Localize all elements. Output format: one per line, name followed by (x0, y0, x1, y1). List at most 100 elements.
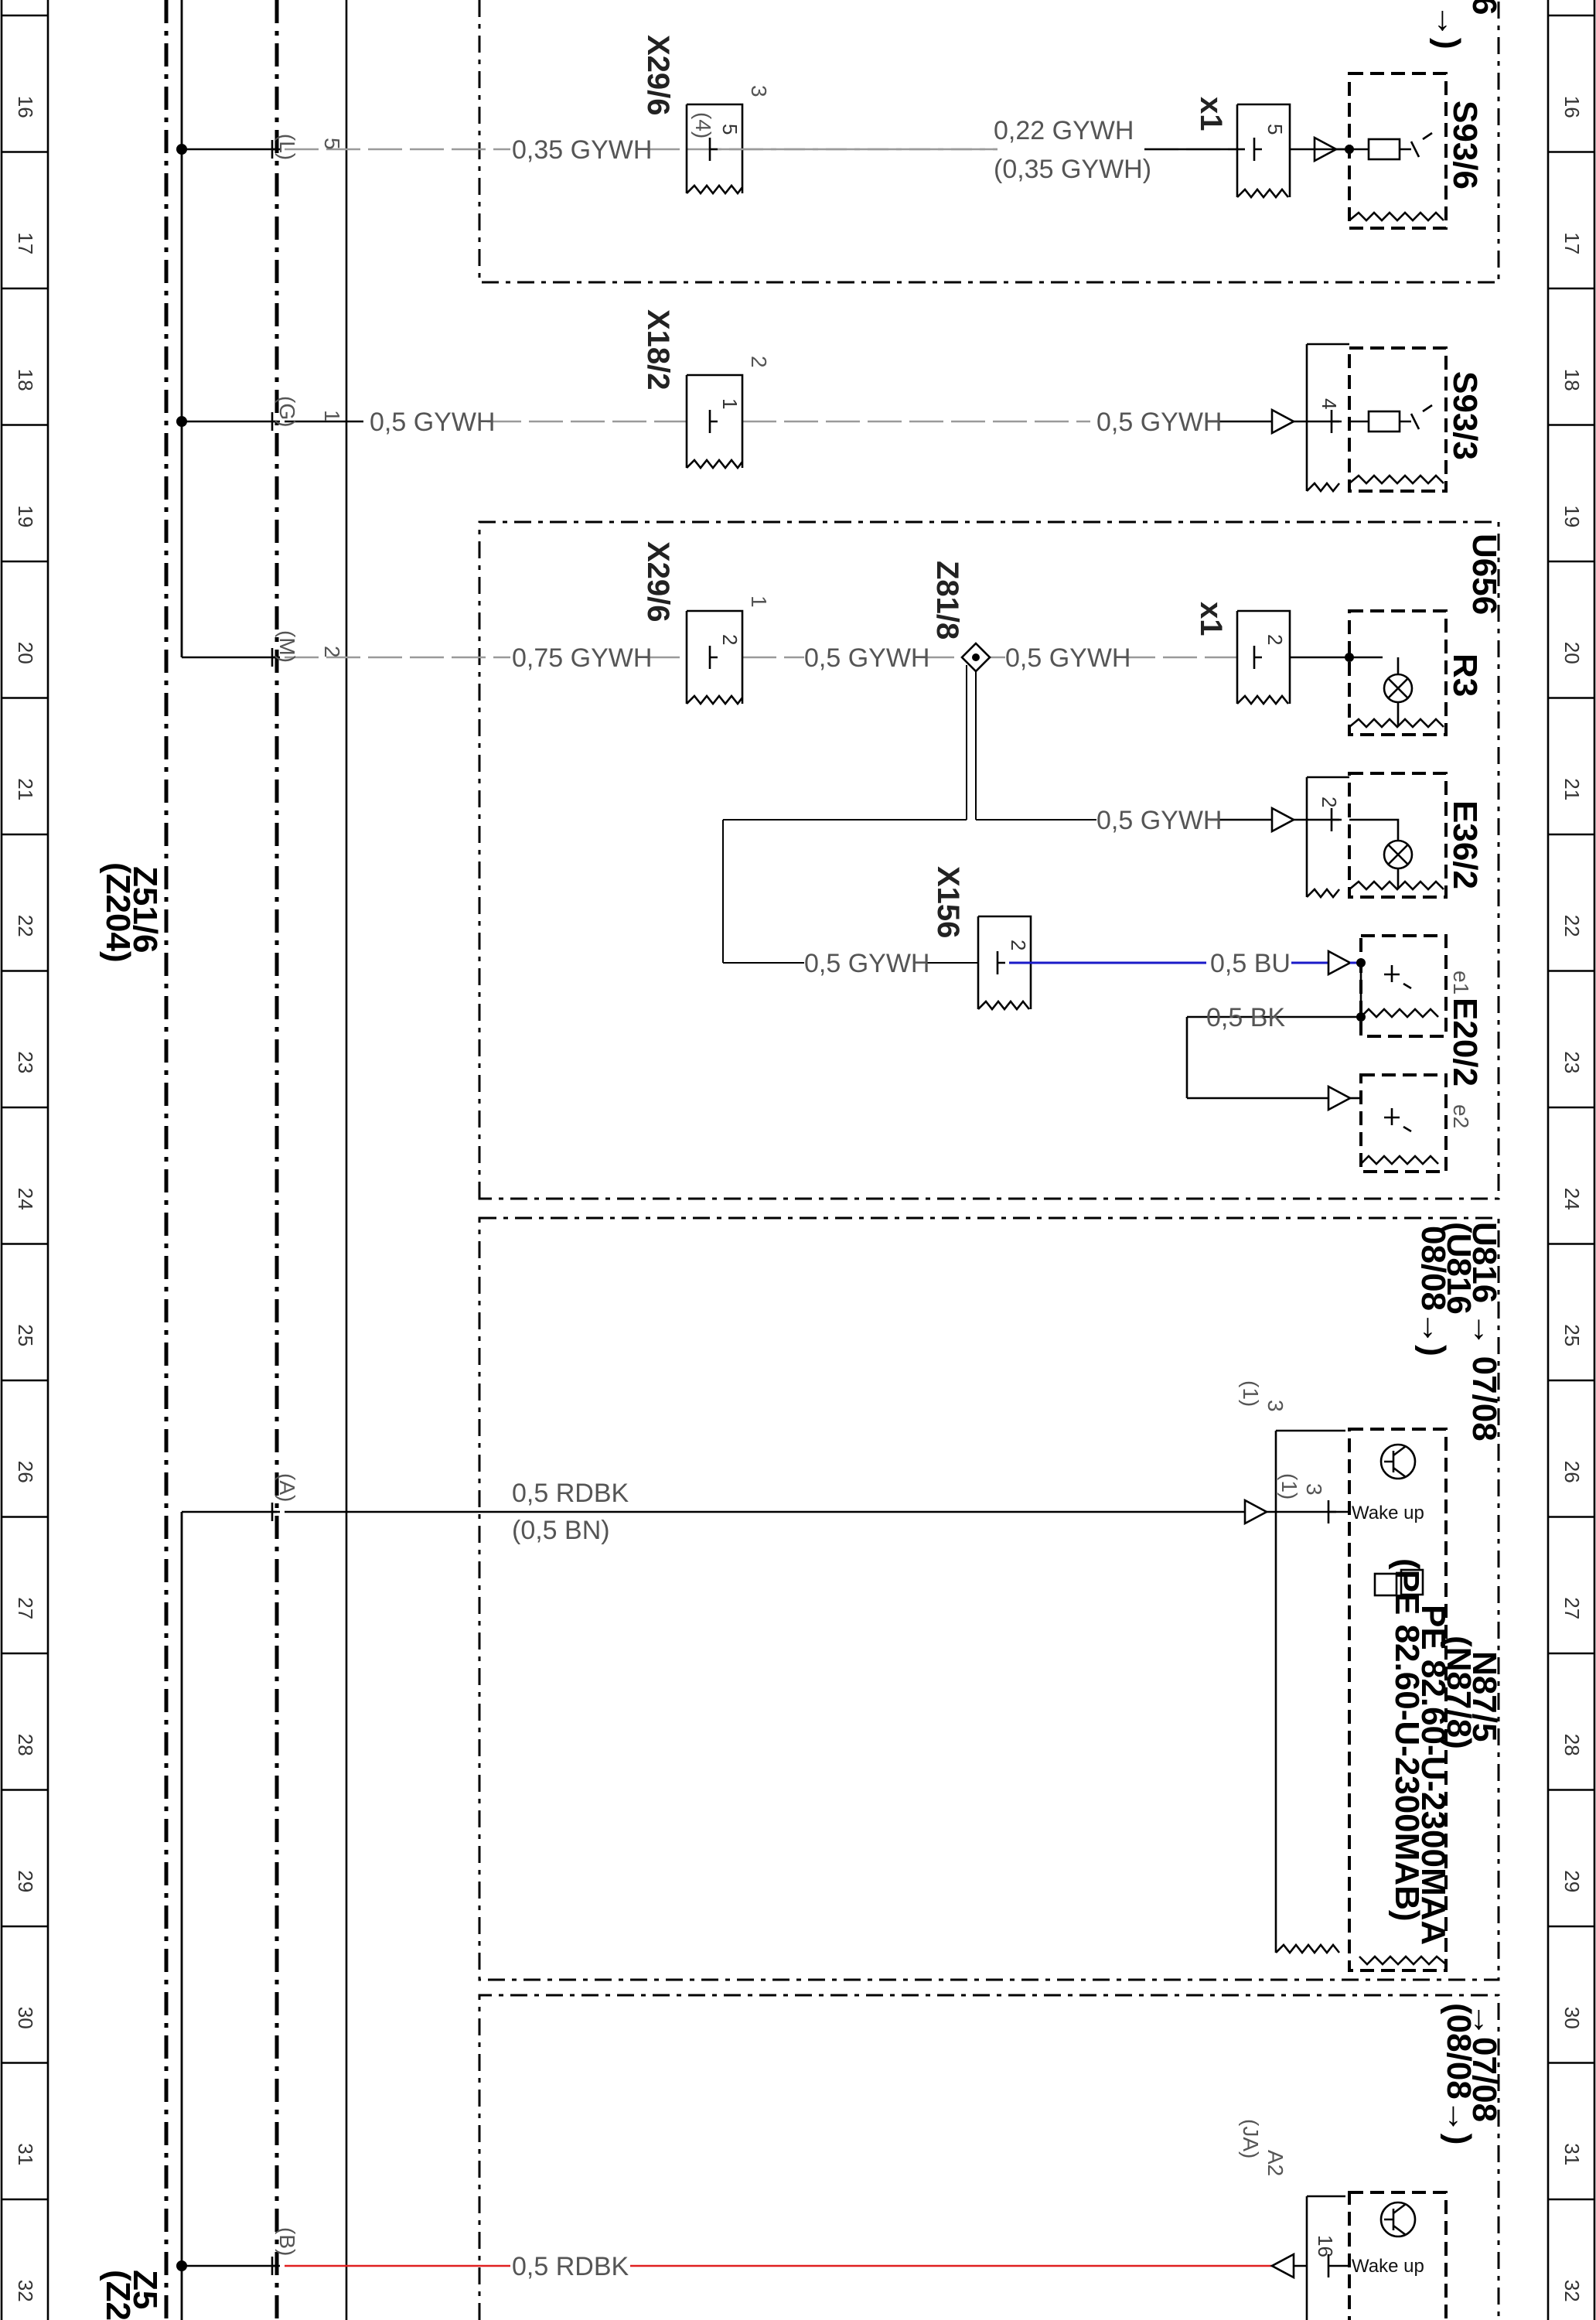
top-right-fragment: 6 (1465, 0, 1503, 15)
grid-number: 25 (1560, 1324, 1584, 1346)
pin-x18-outer: 2 (747, 356, 771, 368)
pin-n87-outer-num: 3 (1264, 1400, 1287, 1412)
wire-label-bn-a: (0,5 BN) (512, 1516, 610, 1545)
splice-label-z81-8: Z81/8 (930, 561, 964, 640)
led-e20-2 (1185, 934, 1448, 1173)
grid-number: 30 (14, 2007, 37, 2029)
grid-number: 16 (1560, 96, 1584, 118)
wire-label-022: 0,22 GYWH (994, 116, 1134, 145)
grid-number: 16 (14, 96, 37, 118)
connector-s93-3-pin (1270, 343, 1349, 493)
grid-number: 29 (1560, 1870, 1584, 1892)
hand-icon (1373, 1568, 1424, 1597)
frame-u656 (478, 520, 1500, 1200)
wire-label-022-alt: (0,35 GYWH) (994, 155, 1151, 184)
component-label-n87-5: N87/5 (1465, 1651, 1503, 1742)
grid-number: 32 (14, 2280, 37, 2302)
grid-number: 22 (1560, 915, 1584, 937)
grid-number: 26 (1560, 1461, 1584, 1483)
grid-number: 18 (1560, 369, 1584, 391)
grid-number: 31 (14, 2143, 37, 2165)
wire-label-075: 0,75 GYWH (512, 643, 652, 673)
pin-x29-top-inner: (4) (691, 112, 715, 138)
connector-label-x156: X156 (931, 866, 965, 938)
wake-up-label-2: Wake up (1352, 2256, 1424, 2277)
grid-number: 27 (1560, 1597, 1584, 1619)
connector-label-x1-top: x1 (1194, 97, 1228, 131)
connector-label-x1-mid: x1 (1194, 602, 1228, 636)
lamp-r3 (1345, 609, 1448, 736)
connector-label-x29-6-top: X29/6 (641, 35, 675, 116)
component-label-r3: R3 (1446, 653, 1484, 697)
grid-number: 19 (1560, 505, 1584, 527)
bottom-right-label-b: (08/08→) (1440, 2003, 1478, 2144)
pin-x18: 1 (718, 398, 742, 409)
pin-g-num: 1 (320, 410, 344, 422)
splice-z81-8 (960, 642, 991, 820)
grid-number: 17 (14, 232, 37, 254)
pin-s93-3: 4 (1318, 398, 1341, 409)
pin-g: (G) (275, 396, 299, 427)
wire-label-05-e36: 0,5 GYWH (1096, 806, 1222, 835)
grid-number: 28 (14, 1734, 37, 1756)
component-label-u816-c: 08/08→) (1414, 1226, 1452, 1356)
grid-number: 25 (14, 1324, 37, 1346)
wake-up-label-1: Wake up (1352, 1503, 1424, 1523)
module-n87-5 (1348, 1428, 1448, 1972)
pe-label-b: (PE 82.60-U-2300MAB) (1388, 1558, 1426, 1922)
wire-label-05-m1: 0,5 GYWH (804, 643, 929, 673)
pin-b-outer-num: A2 (1264, 2150, 1287, 2176)
wire-label-rdbk-b: 0,5 RDBK (512, 2252, 629, 2281)
grid-number: 20 (14, 642, 37, 664)
connector-x18-2 (685, 374, 744, 470)
pin-b: (B) (275, 2227, 299, 2256)
pin-x29-mid-outer: 1 (747, 595, 771, 608)
pin-x29-top-outer: 3 (747, 85, 771, 97)
component-label-u816-a: U816 → 07/08 (1465, 1222, 1503, 1441)
grid-number: 30 (1560, 2007, 1584, 2029)
connector-label-z204: (Z204) (99, 862, 137, 963)
connector-label-x29-6-mid: X29/6 (641, 541, 675, 623)
pin-b-inner: 16 (1314, 2235, 1337, 2257)
component-label-s93-6: S93/6 (1446, 101, 1484, 189)
component-label-e36-2: E36/2 (1446, 800, 1484, 889)
wire-label-rdbk-a: 0,5 RDBK (512, 1479, 629, 1508)
grid-number: 21 (14, 778, 37, 800)
pin-m-num: 2 (320, 646, 344, 658)
circuit-x156 (722, 820, 1366, 1012)
frame-s93-6-group (478, 0, 1500, 284)
connector-label-z5-bottom: Z5 (126, 2270, 164, 2309)
circuit-e36-2 (723, 772, 1448, 899)
circuit-row-m (180, 0, 1237, 667)
grid-number: 21 (1560, 778, 1584, 800)
component-label-u656: U656 (1465, 534, 1503, 615)
component-label-s93-3: S93/3 (1446, 371, 1484, 460)
switch-s93-6 (1345, 72, 1448, 230)
grid-number: 31 (1560, 2143, 1584, 2165)
connector-x29-6-mid (685, 609, 744, 706)
pin-m: (M) (275, 630, 299, 663)
connector-label-z51-6: Z51/6 (126, 866, 164, 954)
label-e1: e1 (1449, 971, 1473, 995)
grid-number: 19 (14, 505, 37, 527)
circuit-row-a (182, 1429, 1349, 1955)
pin-e36: 2 (1318, 797, 1341, 807)
circuit-row-b (176, 1512, 1448, 2320)
pin-b-outer: (JA) (1239, 2119, 1263, 2158)
wire-label-05-m2: 0,5 GYWH (1005, 643, 1130, 673)
right-grid-strip (1547, 0, 1596, 2320)
grid-number: 26 (14, 1461, 37, 1483)
wire-label-bu: 0,5 BU (1210, 949, 1291, 978)
pin-x156: 2 (1007, 940, 1030, 950)
pin-l-num: 5 (320, 138, 344, 150)
connector-x29-6-top (685, 103, 998, 196)
pin-a: (A) (275, 1473, 299, 1502)
grid-number: 24 (1560, 1188, 1584, 1210)
grid-number: 23 (1560, 1051, 1584, 1073)
frame-u816 (478, 1216, 1500, 1981)
connector-label-z2-bottom: (Z2 (99, 2270, 137, 2320)
pin-l: (L) (275, 134, 299, 160)
